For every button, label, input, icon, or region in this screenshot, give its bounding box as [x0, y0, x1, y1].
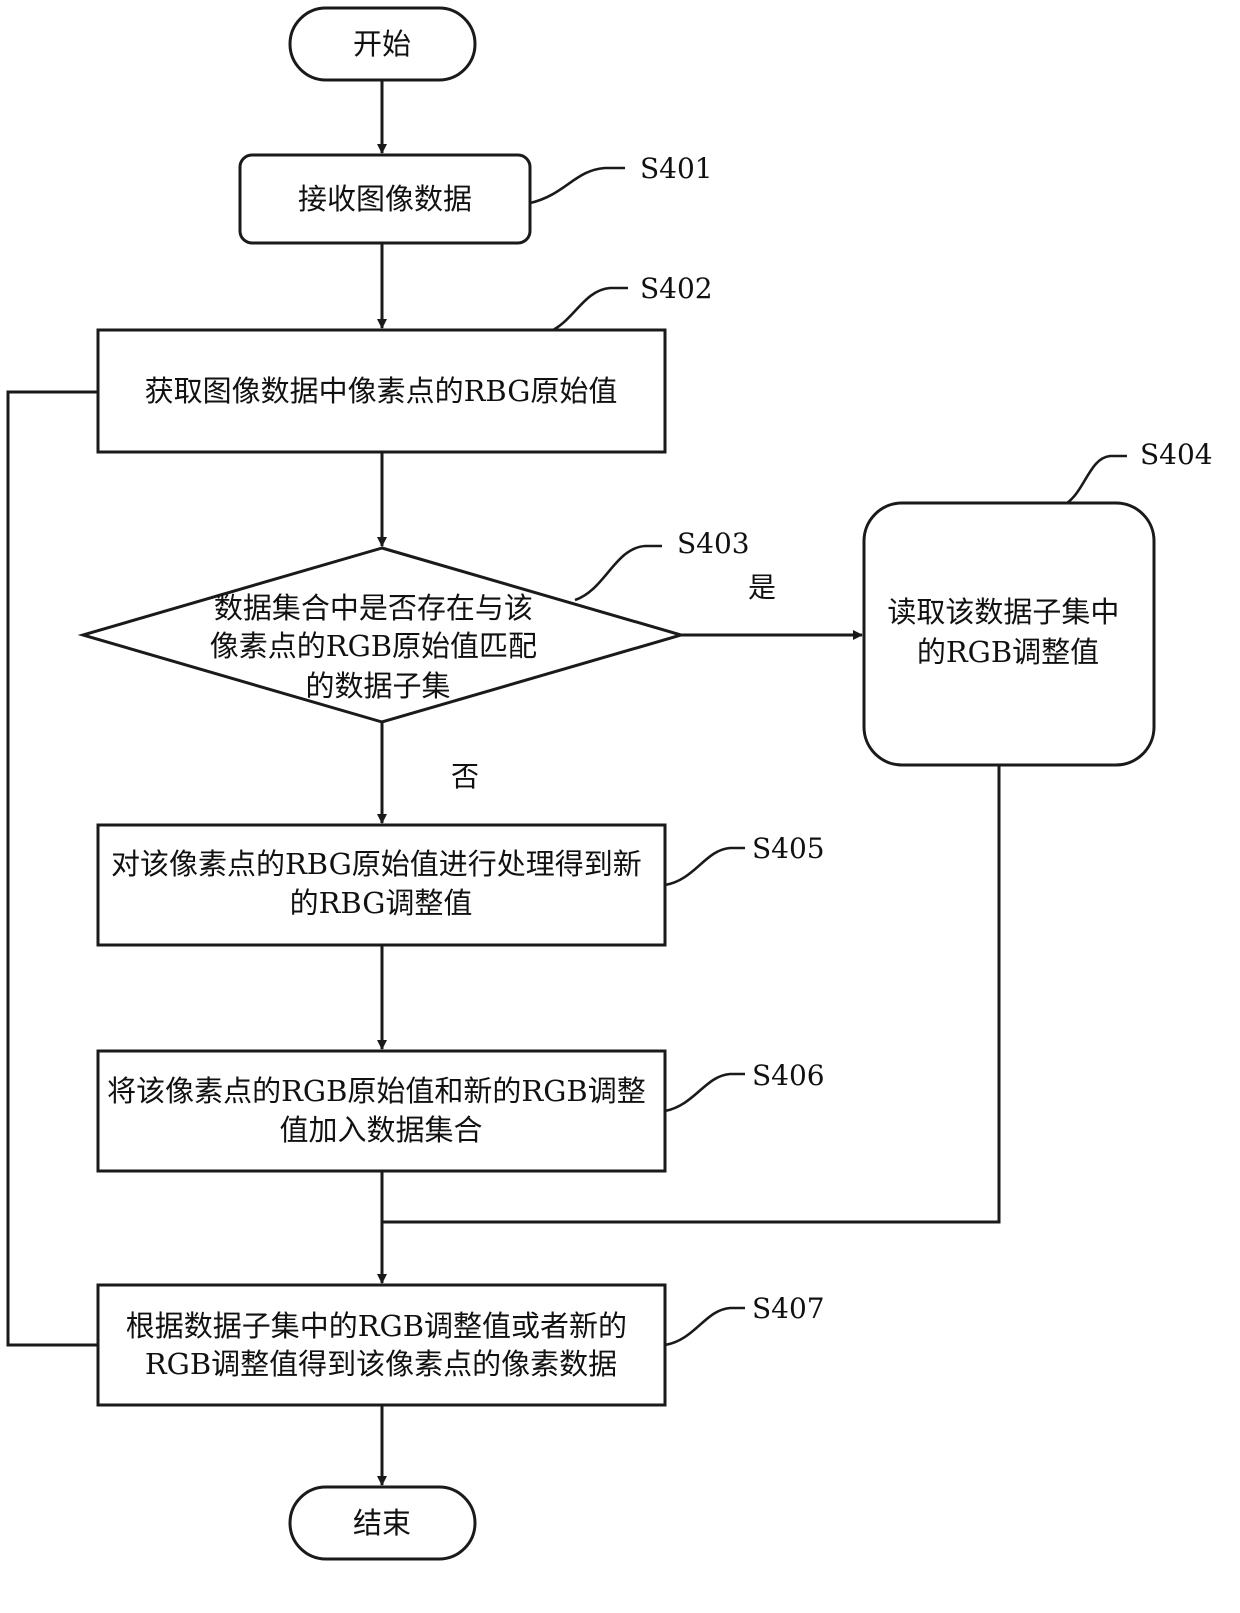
s406-box — [98, 1051, 665, 1171]
leader-s402 — [553, 288, 628, 330]
leader-s401 — [530, 168, 625, 203]
leader-s406 — [665, 1074, 745, 1111]
leader-s407 — [665, 1308, 745, 1345]
branch-no-label: 否 — [451, 760, 479, 793]
step-label-s406: S406 — [752, 1059, 825, 1092]
s405-box — [98, 825, 665, 945]
step-label-s404: S404 — [1140, 438, 1213, 471]
s401-label: 接收图像数据 — [298, 182, 472, 216]
step-label-s405: S405 — [752, 832, 825, 865]
s407-box — [98, 1285, 665, 1405]
step-label-s403: S403 — [677, 527, 750, 560]
leader-s404 — [1067, 456, 1127, 503]
s402-label: 获取图像数据中像素点的RBG原始值 — [145, 374, 618, 408]
s404-box — [864, 503, 1154, 765]
step-label-s407: S407 — [752, 1292, 825, 1325]
step-label-s401: S401 — [640, 152, 713, 185]
leader-s405 — [665, 848, 745, 885]
end-label: 结束 — [353, 1506, 411, 1540]
leader-s403 — [575, 546, 662, 600]
step-label-s402: S402 — [640, 272, 713, 305]
branch-yes-label: 是 — [748, 571, 776, 604]
start-label: 开始 — [353, 27, 411, 61]
loop-back-line — [8, 392, 98, 1345]
